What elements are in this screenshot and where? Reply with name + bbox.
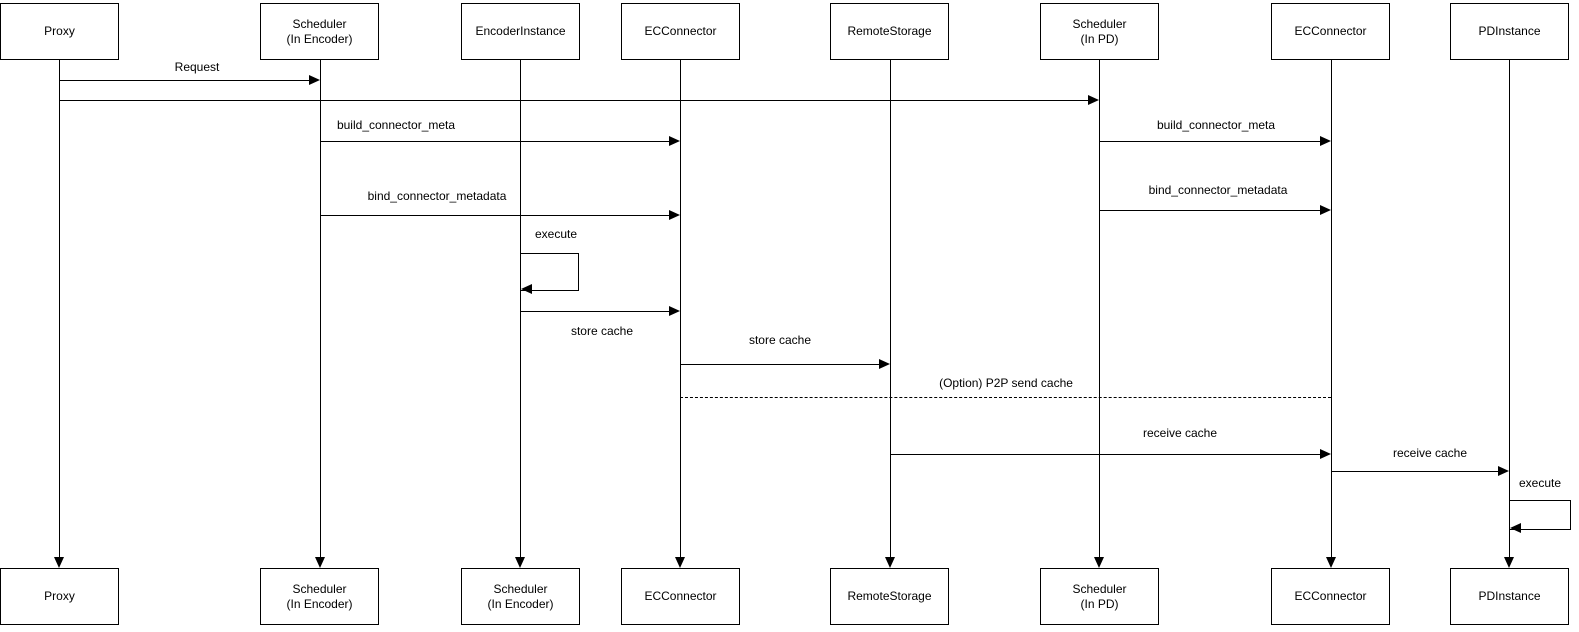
lifeline-remote-storage [890, 60, 891, 558]
message-arrow-request [59, 80, 310, 81]
arrowhead-icon [1320, 205, 1331, 215]
self-message-loop-encoder [521, 253, 579, 291]
actor-box-top-pd-instance: PDInstance [1450, 3, 1569, 60]
lifeline-arrowhead-icon [54, 557, 64, 568]
lifeline-arrowhead-icon [515, 557, 525, 568]
message-arrow-store-cache-remote [680, 364, 879, 365]
lifeline-arrowhead-icon [1094, 557, 1104, 568]
message-arrow-bind-connector-metadata-left [320, 215, 670, 216]
message-label-bind-connector-metadata-left: bind_connector_metadata [365, 189, 509, 203]
message-label-receive-cache-pd: receive cache [1390, 446, 1470, 460]
message-dashed-line-p2p-send-cache [680, 397, 1331, 398]
arrowhead-icon [1088, 95, 1099, 105]
message-arrow-build-connector-meta-right [1099, 141, 1320, 142]
lifeline-encoder-instance [520, 60, 521, 558]
message-arrow-store-cache-encoder [520, 311, 670, 312]
actor-box-bottom-proxy: Proxy [0, 568, 119, 625]
actor-box-bottom-scheduler-encoder: Scheduler (In Encoder) [260, 568, 379, 625]
actor-box-bottom-ecconnector-left: ECConnector [621, 568, 740, 625]
message-label-execute-encoder: execute [532, 227, 580, 241]
message-arrow-proxy-to-scheduler-pd [59, 100, 1089, 101]
arrowhead-icon [309, 75, 320, 85]
lifeline-ecconnector-left [680, 60, 681, 558]
self-message-loop-pd [1510, 500, 1571, 530]
actor-box-top-ecconnector-right: ECConnector [1271, 3, 1390, 60]
actor-box-bottom-remote-storage: RemoteStorage [830, 568, 949, 625]
lifeline-arrowhead-icon [1326, 557, 1336, 568]
arrowhead-icon [1498, 466, 1509, 476]
actor-box-top-proxy: Proxy [0, 3, 119, 60]
message-label-build-connector-meta-left: build_connector_meta [334, 118, 458, 132]
message-label-request: Request [172, 60, 222, 74]
actor-box-top-ecconnector-left: ECConnector [621, 3, 740, 60]
message-label-p2p-send-cache: (Option) P2P send cache [937, 376, 1075, 390]
actor-box-top-scheduler-pd: Scheduler (In PD) [1040, 3, 1159, 60]
lifeline-arrowhead-icon [675, 557, 685, 568]
message-arrow-build-connector-meta-left [320, 141, 670, 142]
message-arrow-receive-cache-pd [1331, 471, 1498, 472]
actor-box-top-scheduler-encoder: Scheduler (In Encoder) [260, 3, 379, 60]
message-label-execute-pd: execute [1516, 476, 1564, 490]
lifeline-arrowhead-icon [1504, 557, 1514, 568]
message-label-store-cache-remote: store cache [746, 333, 814, 347]
actor-box-bottom-pd-instance: PDInstance [1450, 568, 1569, 625]
message-arrow-receive-cache-storage [890, 454, 1320, 455]
lifeline-scheduler-pd [1099, 60, 1100, 558]
actor-box-top-remote-storage: RemoteStorage [830, 3, 949, 60]
message-label-receive-cache-storage: receive cache [1140, 426, 1220, 440]
arrowhead-icon [669, 210, 680, 220]
lifeline-scheduler-encoder [320, 60, 321, 558]
arrowhead-icon [1320, 449, 1331, 459]
lifeline-arrowhead-icon [315, 557, 325, 568]
message-label-store-cache-encoder: store cache [568, 324, 636, 338]
arrowhead-icon [669, 306, 680, 316]
arrowhead-icon [521, 284, 532, 294]
message-label-bind-connector-metadata-right: bind_connector_metadata [1146, 183, 1290, 197]
actor-box-top-encoder-instance: EncoderInstance [461, 3, 580, 60]
arrowhead-icon [669, 136, 680, 146]
lifeline-arrowhead-icon [885, 557, 895, 568]
arrowhead-icon [1510, 523, 1521, 533]
arrowhead-icon [879, 359, 890, 369]
message-arrow-bind-connector-metadata-right [1099, 210, 1320, 211]
actor-box-bottom-ecconnector-right: ECConnector [1271, 568, 1390, 625]
lifeline-ecconnector-right [1331, 60, 1332, 558]
arrowhead-icon [1320, 136, 1331, 146]
message-label-build-connector-meta-right: build_connector_meta [1154, 118, 1278, 132]
actor-box-bottom-scheduler-encoder2: Scheduler (In Encoder) [461, 568, 580, 625]
lifeline-pd-instance [1509, 60, 1510, 558]
lifeline-proxy [59, 60, 60, 558]
actor-box-bottom-scheduler-pd: Scheduler (In PD) [1040, 568, 1159, 625]
